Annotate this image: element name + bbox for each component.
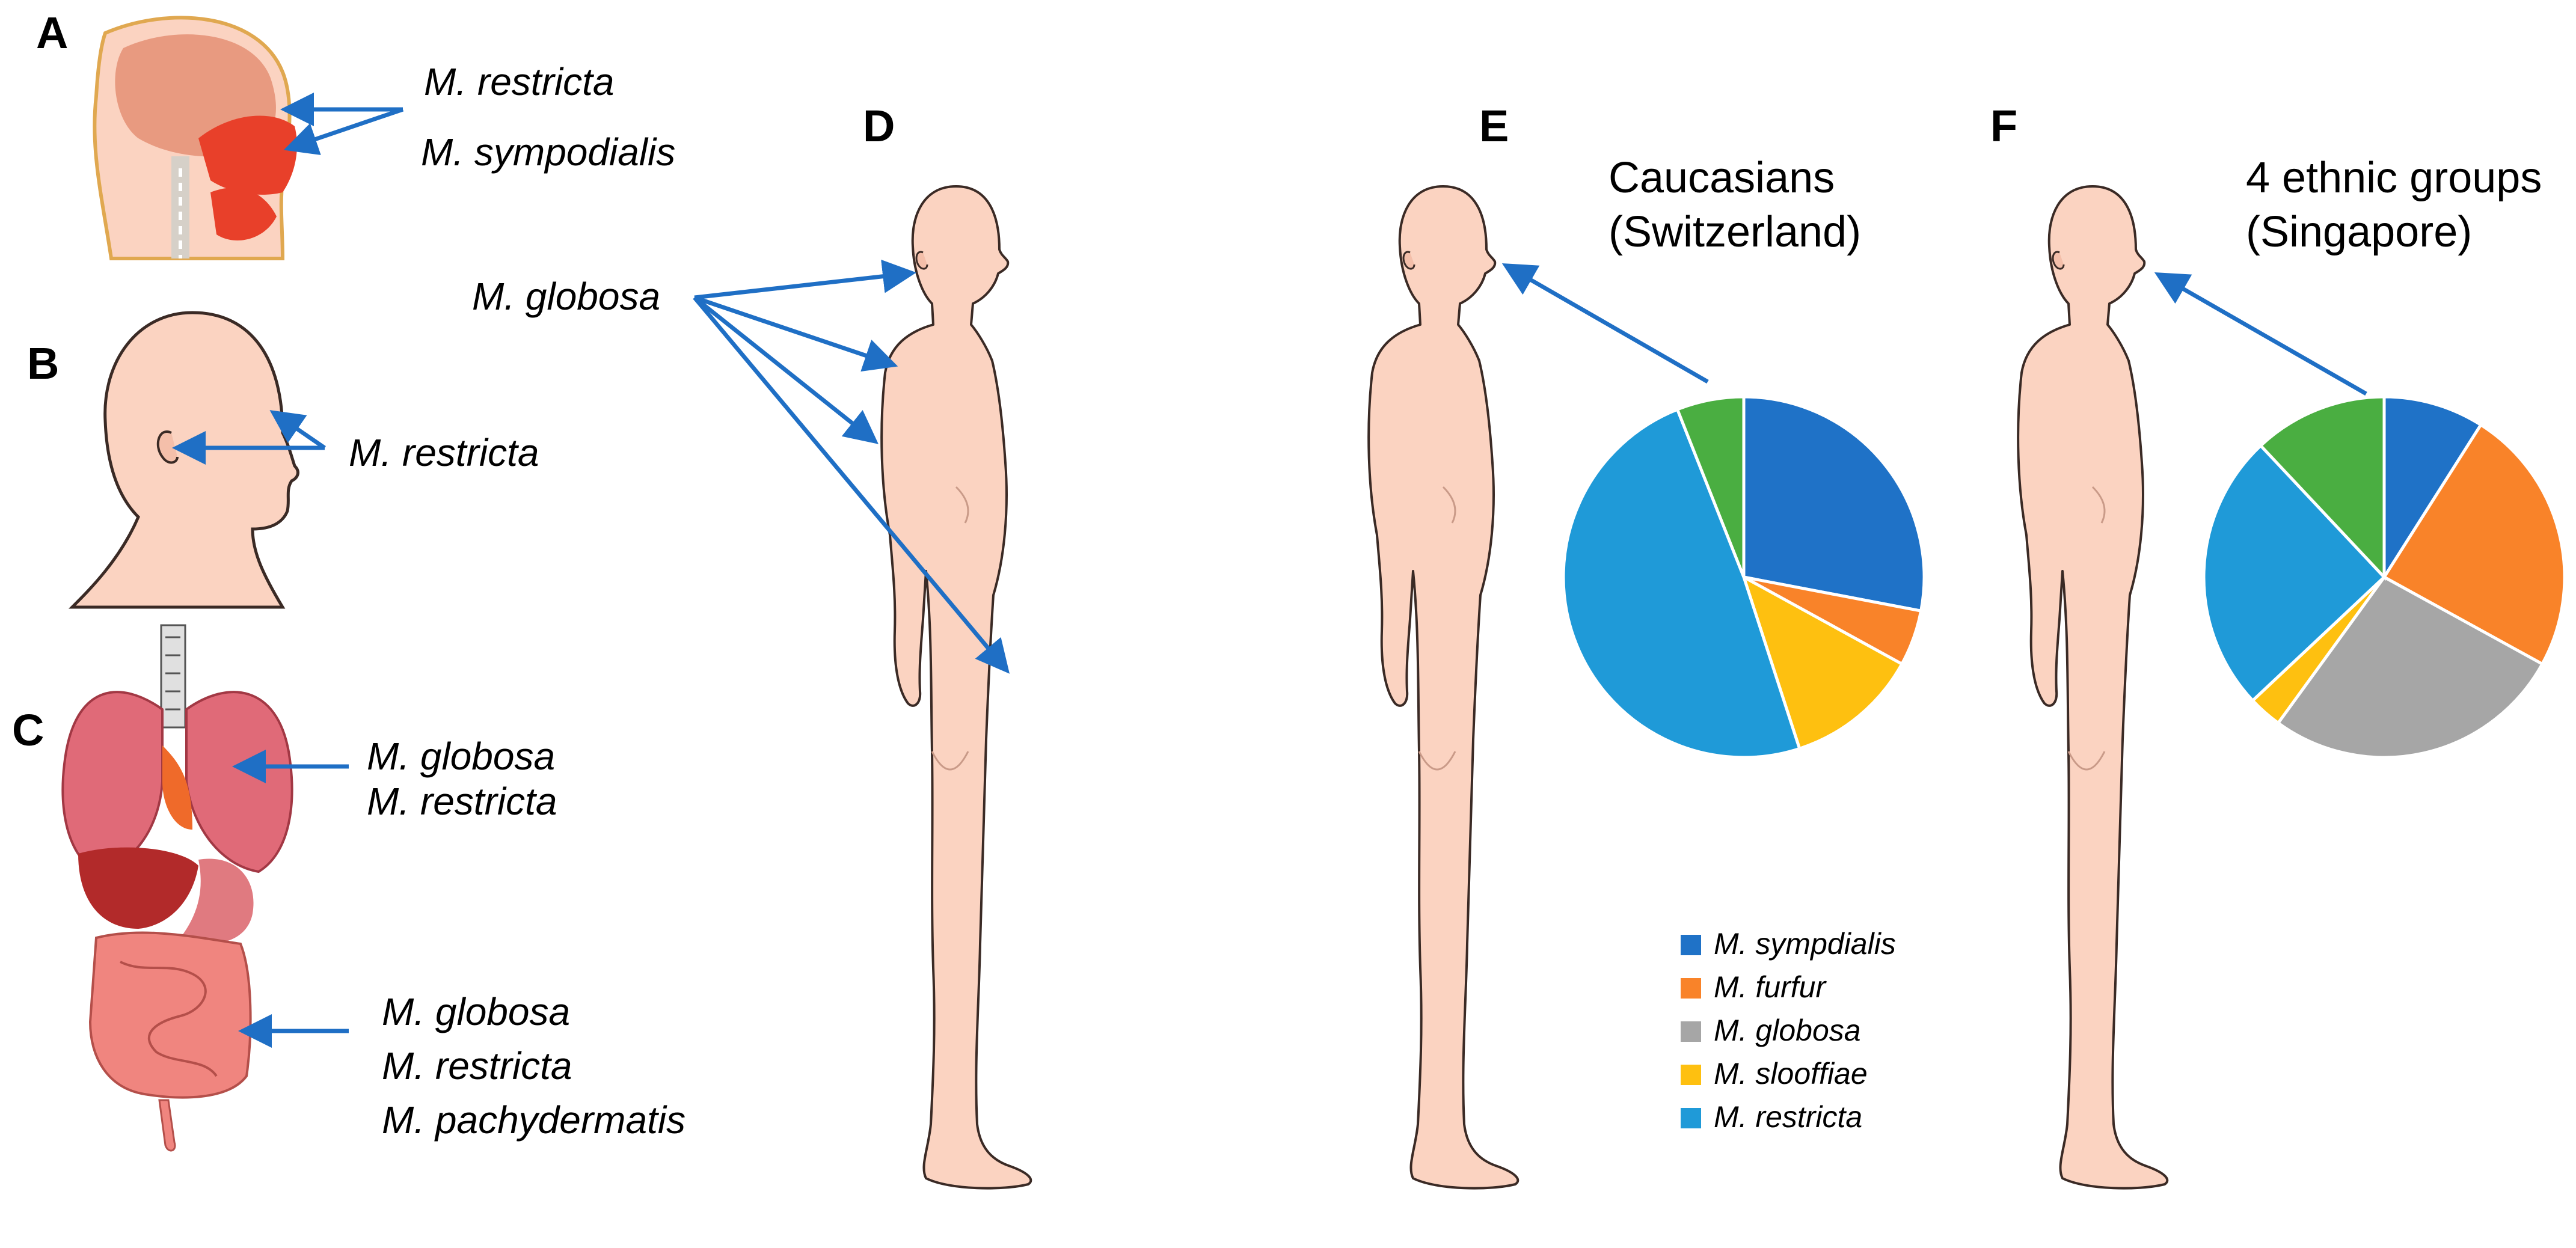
- panel-letter-b: B: [27, 338, 59, 388]
- title-f-line-1: 4 ethnic groups: [2246, 154, 2542, 202]
- head-sagittal-illustration: [93, 16, 297, 260]
- pie-slice-f-other-5: [2259, 395, 2386, 581]
- head-profile-illustration: [68, 311, 299, 609]
- arrow-d-groin: [693, 296, 1010, 674]
- label-a-species-2: M. sympodialis: [421, 130, 675, 174]
- pie-slice-e-other-5: [1675, 395, 1746, 578]
- panel-d: D M. globosa: [472, 101, 1032, 1190]
- label-c-gut-2: M. restricta: [382, 1044, 572, 1087]
- arrow-d-scalp: [694, 259, 916, 300]
- legend-swatch-m-slooffiae: [1681, 1065, 1701, 1085]
- legend-swatch-m-furfur: [1681, 978, 1701, 999]
- title-f-line-2: (Singapore): [2246, 208, 2472, 256]
- arrow-b-2: [269, 410, 326, 450]
- arrow-d-back: [693, 295, 898, 372]
- legend-label-m-furfur: M. furfur: [1714, 970, 1827, 1004]
- panel-letter-c: C: [12, 705, 44, 755]
- panel-letter-d: D: [863, 101, 895, 151]
- pie-slice-e-m-sympdialis: [1742, 395, 1926, 613]
- pie-slice-f-m-globosa: [2276, 575, 2545, 759]
- panel-a: A M. restricta M. sympodialis: [36, 8, 675, 260]
- body-figure-f: [2017, 185, 2169, 1190]
- legend-swatch-m-sympdialis: [1681, 935, 1701, 955]
- panel-c: C M. globosa M. restricta M. globosa M. …: [12, 624, 685, 1152]
- arrow-f-nose: [2154, 272, 2367, 396]
- panel-f: F 4 ethnic groups (Singapore): [1990, 101, 2566, 1190]
- legend-label-m-sympdialis: M. sympdialis: [1714, 927, 1896, 961]
- legend-swatch-m-globosa: [1681, 1021, 1701, 1042]
- pie-chart-f: [2202, 395, 2566, 759]
- pie-slice-f-m-sympdialis: [2382, 395, 2483, 583]
- panel-letter-f: F: [1990, 101, 2017, 151]
- panel-letter-e: E: [1479, 101, 1509, 151]
- legend-label-m-slooffiae: M. slooffiae: [1714, 1057, 1868, 1090]
- label-c-gut-3: M. pachydermatis: [382, 1098, 685, 1142]
- legend-swatch-m-restricta: [1681, 1108, 1701, 1128]
- liver-illustration: [78, 847, 254, 944]
- body-figure-d: [880, 185, 1032, 1190]
- title-e-line-1: Caucasians: [1608, 154, 1835, 202]
- title-e-line-2: (Switzerland): [1608, 208, 1861, 256]
- panel-b: B M. restricta: [27, 311, 539, 609]
- panel-e: E Caucasians (Switzerland): [1367, 101, 1926, 1190]
- pie-slice-f-m-furfur: [2382, 423, 2566, 666]
- body-figure-e: [1367, 185, 1520, 1190]
- legend-label-m-restricta: M. restricta: [1714, 1100, 1862, 1134]
- label-c-lung-1: M. globosa: [367, 735, 555, 778]
- pie-slice-e-m-restricta: [1562, 407, 1802, 759]
- arrow-e-nose: [1501, 263, 1709, 384]
- label-c-lung-2: M. restricta: [367, 780, 557, 823]
- pie-slice-e-m-slooffiae: [1741, 574, 1904, 751]
- arrow-a-2: [283, 107, 404, 155]
- panel-letter-a: A: [36, 8, 68, 58]
- lungs-illustration: [61, 624, 293, 873]
- nasal-cavity-illustration: [198, 115, 297, 195]
- intestines-illustration: [88, 931, 252, 1152]
- pie-slice-f-m-restricta: [2202, 443, 2387, 703]
- pie-chart-e: [1562, 395, 1926, 759]
- label-d-species-1: M. globosa: [472, 275, 660, 318]
- arrow-d-side: [693, 296, 879, 444]
- label-a-species-1: M. restricta: [424, 60, 614, 103]
- legend-label-m-globosa: M. globosa: [1714, 1014, 1861, 1047]
- pie-legend: M. sympdialis M. furfur M. globosa M. sloof…: [1681, 927, 1896, 1134]
- label-c-gut-1: M. globosa: [382, 990, 570, 1033]
- label-b-species-1: M. restricta: [349, 431, 539, 474]
